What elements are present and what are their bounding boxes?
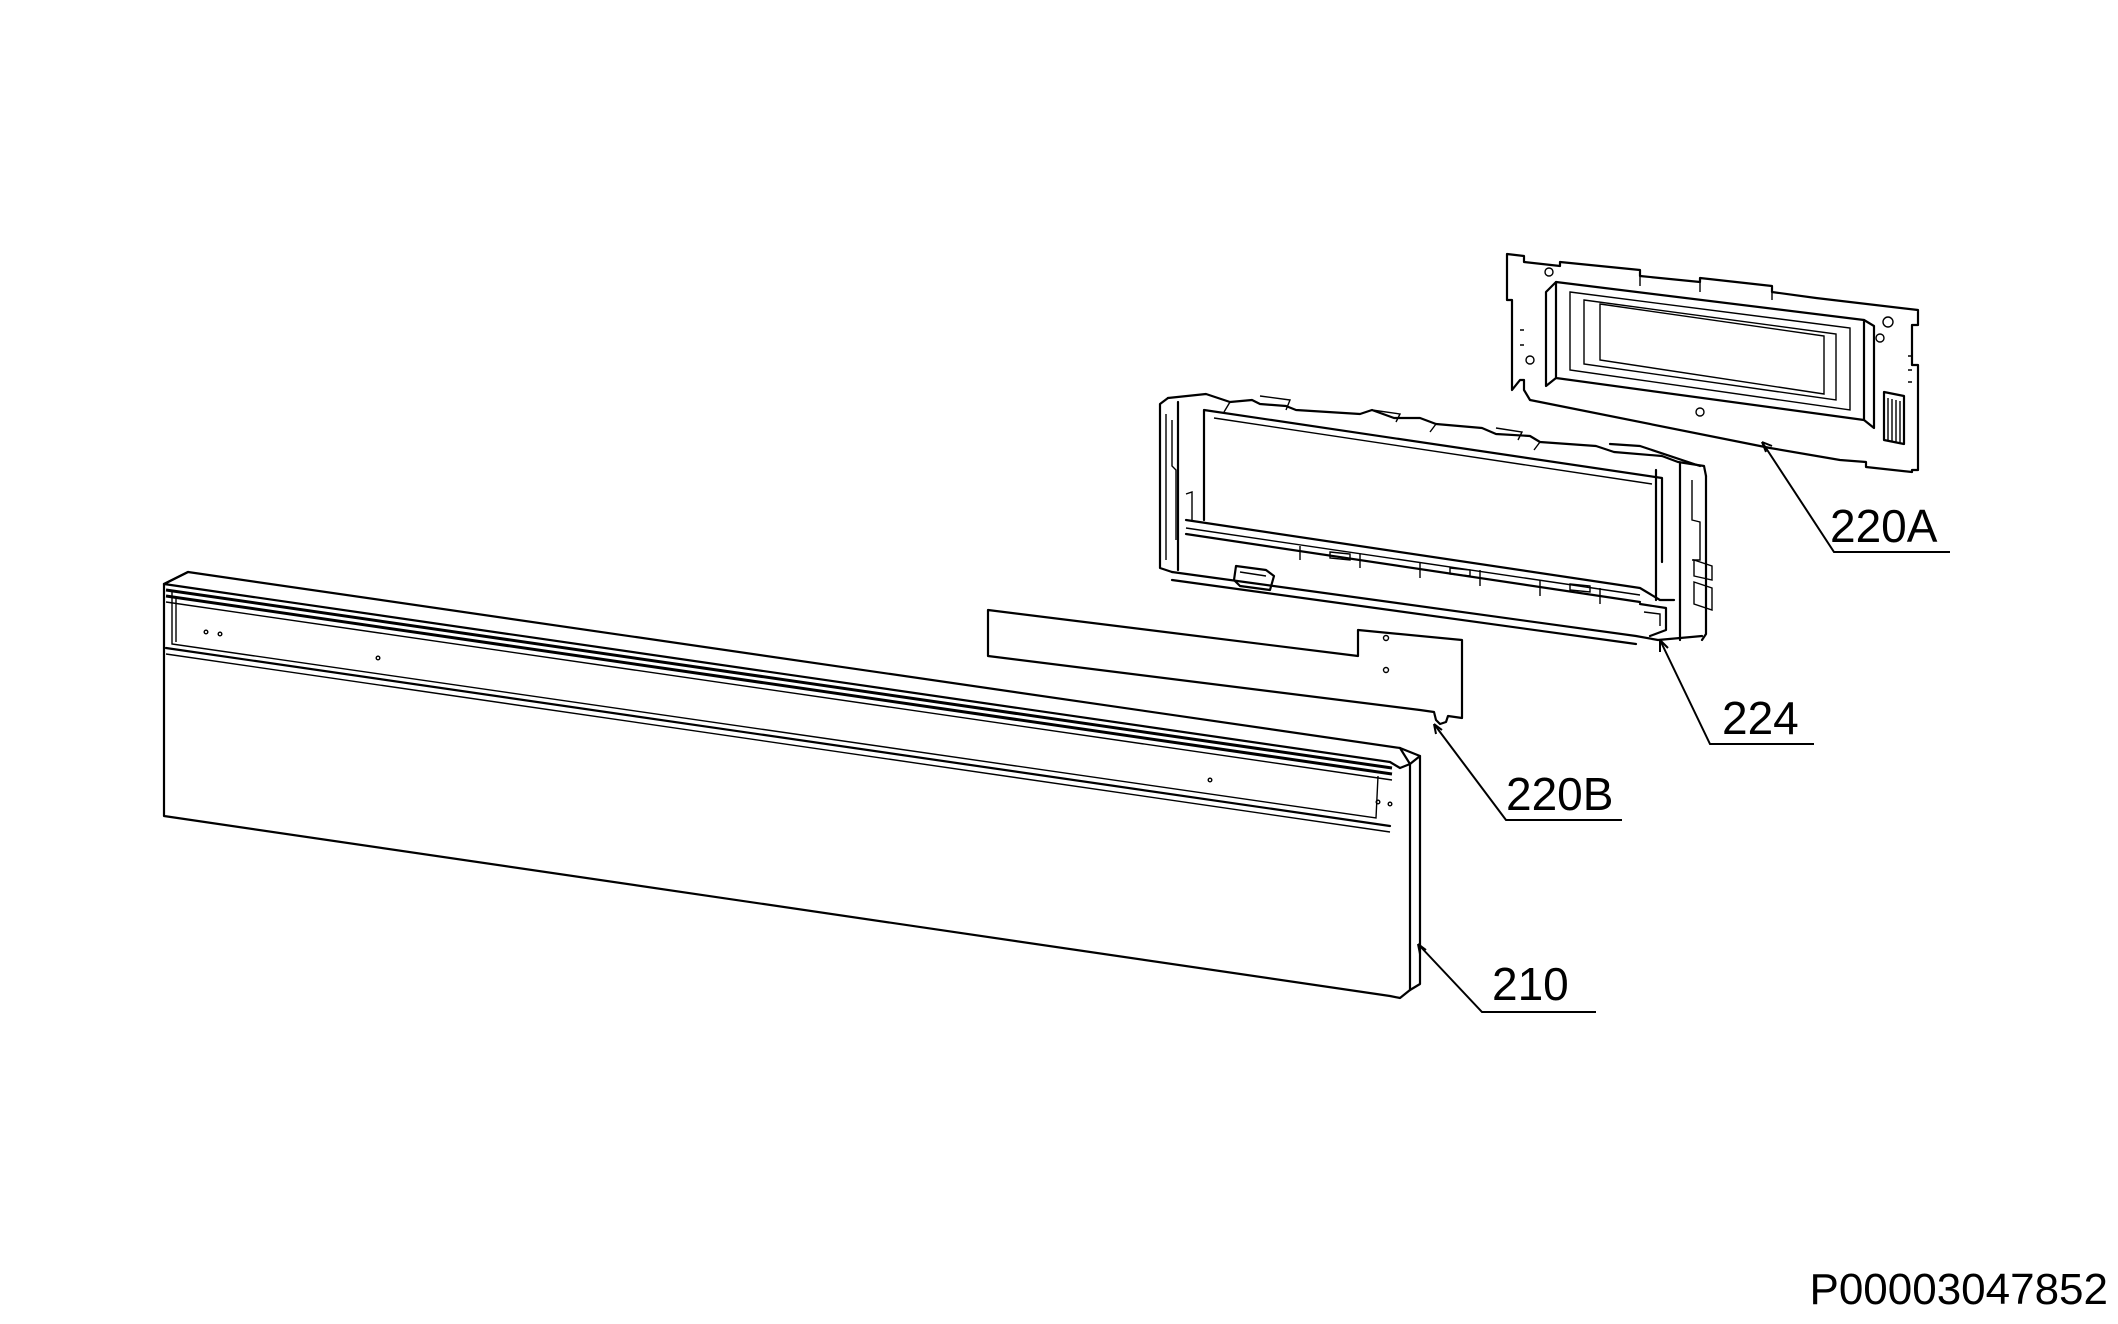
callout-210: 210 — [1492, 958, 1569, 1010]
part-220b-foil-panel[interactable] — [986, 608, 1464, 726]
part-210-control-panel-fascia[interactable] — [162, 570, 1422, 1000]
drawing-reference-number: P00003047852 — [1809, 1265, 2108, 1314]
part-220a-display-board[interactable] — [1505, 252, 1920, 474]
callout-224: 224 — [1722, 692, 1799, 744]
leader-lines — [1417, 441, 1950, 1013]
callout-220b: 220B — [1506, 768, 1613, 820]
callout-220a: 220A — [1830, 500, 1938, 552]
part-224-display-housing[interactable] — [1158, 392, 1713, 646]
